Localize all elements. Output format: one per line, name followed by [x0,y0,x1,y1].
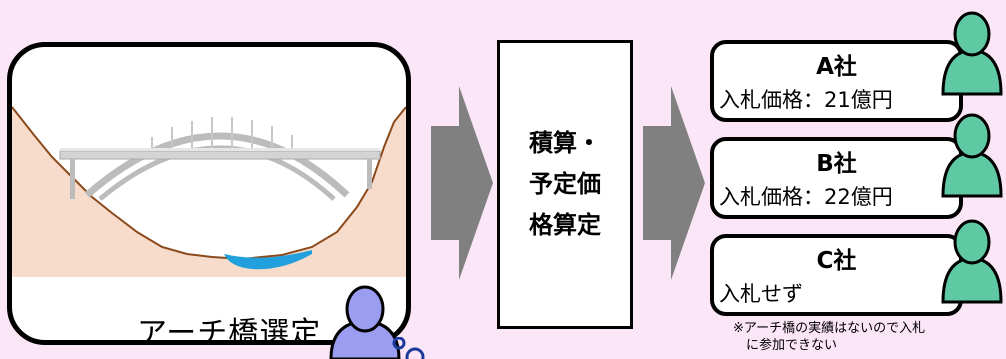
bridge-selection-panel: アーチ橋選定 [7,42,411,345]
company-c-name: C社 [816,248,857,274]
person-head [345,285,385,333]
company-a-name: A社 [816,54,857,80]
person-icon-green [941,113,1003,198]
company-b-box: B社 入札価格：22億円 [710,137,963,219]
bridge-railing [60,148,380,151]
estimation-box: 積算・ 予定価 格算定 [497,40,633,329]
bridge-arch [84,132,350,198]
company-b-bid: 入札価格：22億円 [719,185,893,209]
thought-bubble-icon [392,337,425,359]
person-icon-green [941,11,1003,96]
arrow-right-icon [431,86,493,280]
footnote: ※アーチ橋の実績はないので入札 に参加できない [733,321,926,353]
company-a-box: A社 入札価格：21億円 [710,40,963,122]
person-icon-green [941,219,1003,304]
company-b-name: B社 [816,151,857,177]
river [224,250,312,270]
panel-caption: アーチ橋選定 [137,316,322,345]
estimation-label: 積算・ 予定価 格算定 [529,129,601,239]
company-c-box: C社 入札せず [710,234,963,316]
company-c-bid: 入札せず [719,282,803,306]
bridge-deck [59,150,381,160]
arch-bridge-illustration [12,106,406,277]
bridge-pier-left [70,159,75,199]
person-icon-purple [329,285,401,359]
company-a-bid: 入札価格：21億円 [719,88,893,112]
arrow-right-icon [643,86,705,280]
valley-ground [12,107,406,277]
bridge-pier-right [367,159,372,189]
